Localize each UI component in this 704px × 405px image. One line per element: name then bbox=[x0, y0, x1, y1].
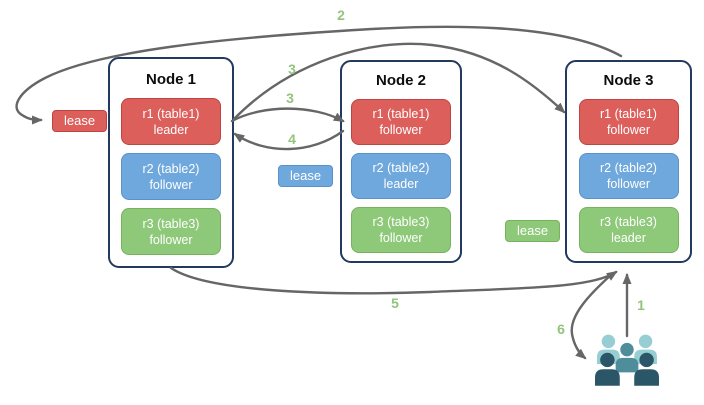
arrow-label-5: 5 bbox=[391, 295, 399, 311]
arrow-3-to-node2 bbox=[230, 107, 345, 123]
node-2-title: Node 2 bbox=[375, 72, 426, 89]
arrow-label-3a: 3 bbox=[288, 61, 296, 77]
arrow-label-4: 4 bbox=[288, 131, 296, 147]
replica-role: follower bbox=[379, 123, 423, 137]
node-2: Node 2 r1 (table1) follower r2 (table2) … bbox=[340, 60, 462, 263]
node-3-replica-r2: r2 (table2) follower bbox=[578, 153, 679, 199]
replica-label: r3 (table3) bbox=[372, 215, 430, 229]
replica-role: leader bbox=[611, 231, 646, 245]
replica-label: r3 (table3) bbox=[142, 216, 200, 231]
arrow-5 bbox=[169, 266, 618, 295]
arrow-label-6: 6 bbox=[557, 321, 565, 337]
node-1: Node 1 r1 (table1) leader r2 (table2) fo… bbox=[108, 57, 234, 268]
replica-role: follower bbox=[606, 123, 651, 137]
arrow-label-2: 2 bbox=[337, 7, 345, 23]
replica-label: r1 (table1) bbox=[142, 106, 200, 121]
arrow-label-1: 1 bbox=[637, 297, 645, 313]
node-2-replica-r3: r3 (table3) follower bbox=[351, 207, 451, 253]
replica-role: follower bbox=[379, 231, 423, 245]
replica-role: leader bbox=[153, 122, 189, 137]
arrow-label-3b: 3 bbox=[286, 90, 294, 106]
node-1-title: Node 1 bbox=[145, 71, 196, 88]
replica-label: r3 (table3) bbox=[600, 215, 657, 229]
replica-role: leader bbox=[383, 177, 419, 191]
lease-badge-r3: lease bbox=[505, 220, 561, 242]
node-3-title: Node 3 bbox=[603, 72, 654, 89]
user-middle bbox=[615, 342, 639, 373]
node-1-replica-r3: r3 (table3) follower bbox=[121, 208, 221, 255]
lease-badge-r2: lease bbox=[278, 165, 334, 187]
replica-role: follower bbox=[149, 177, 193, 192]
node-3: Node 3 r1 (table1) follower r2 (table2) … bbox=[565, 60, 692, 263]
node-3-replica-r3: r3 (table3) leader bbox=[578, 207, 679, 253]
lease-badge-r1: lease bbox=[52, 110, 108, 132]
node-3-replica-r1: r1 (table1) follower bbox=[578, 99, 679, 145]
node-2-replica-r1: r1 (table1) follower bbox=[351, 99, 451, 145]
node-1-replica-r1: r1 (table1) leader bbox=[121, 98, 221, 145]
replica-label: r2 (table2) bbox=[600, 161, 657, 175]
node-1-replica-r2: r2 (table2) follower bbox=[121, 153, 221, 200]
node-2-replica-r2: r2 (table2) leader bbox=[351, 153, 451, 199]
replica-label: r2 (table2) bbox=[372, 161, 430, 175]
users-group-icon bbox=[595, 334, 659, 386]
replica-role: follower bbox=[606, 177, 651, 191]
replica-label: r2 (table2) bbox=[142, 161, 200, 176]
replica-role: follower bbox=[149, 232, 193, 247]
user-front-right bbox=[634, 352, 659, 386]
replica-label: r1 (table1) bbox=[372, 107, 430, 121]
replica-label: r1 (table1) bbox=[600, 107, 657, 121]
